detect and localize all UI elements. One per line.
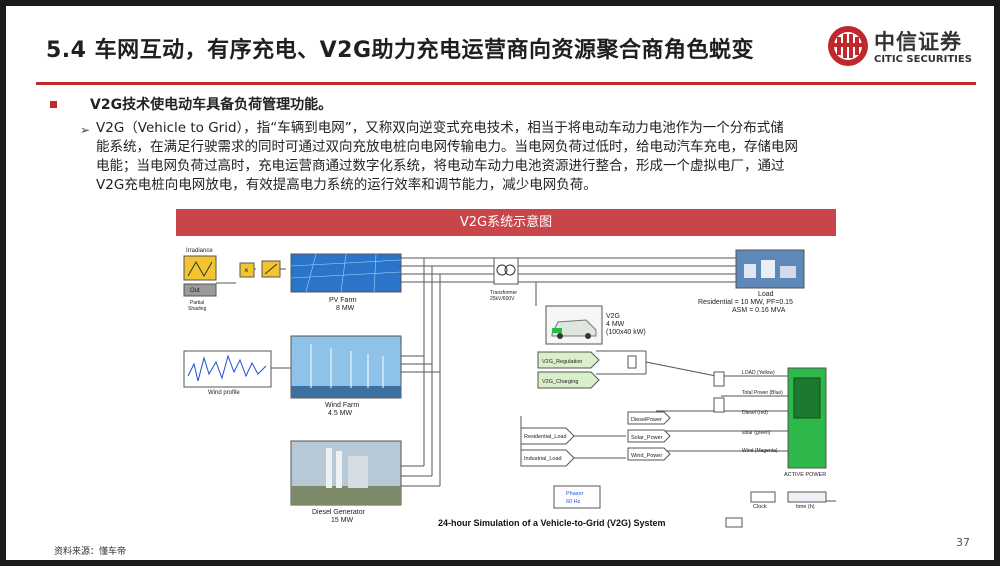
v2g-label: V2G (606, 313, 620, 320)
active-power-label: ACTIVE POWER (784, 472, 826, 478)
paragraph-line: V2G（Vehicle to Grid），指“车辆到电网”，又称双向逆变式充电技… (96, 120, 784, 136)
wiring (216, 257, 836, 502)
bullet-square-icon (50, 101, 57, 108)
page-number: 37 (956, 536, 970, 549)
v2g-system-diagram: Irradiance Out Partial Shading × PV Farm… (176, 236, 836, 536)
phasor-label: 60 Hz (566, 499, 581, 505)
title-divider (36, 82, 976, 85)
source-note: 资料来源：懂车帝 (54, 547, 127, 557)
svg-text:DieselPower: DieselPower (631, 417, 662, 423)
transformer-label: 25kV/600V (490, 296, 515, 302)
simulink-diagram: Irradiance Out Partial Shading × PV Farm… (183, 248, 836, 528)
citic-emblem-icon (828, 26, 868, 66)
out-label: Out (190, 288, 200, 294)
partial-shading-label: Partial (190, 300, 204, 306)
pv-farm-label: PV Farm (329, 297, 357, 304)
svg-text:Clock: Clock (753, 504, 767, 510)
svg-text:V2G_Regulation: V2G_Regulation (542, 359, 582, 365)
wind-power-block (627, 447, 671, 461)
figure-title-bar: V2G系统示意图 (176, 209, 836, 236)
mux-block (713, 397, 725, 413)
time-display (787, 491, 827, 503)
paragraph-line: 能系统，在满足行驶需求的同时可通过双向充放电桩向电网传输电力。当电网负荷过低时，… (96, 139, 798, 155)
load-residential: Residential = 10 MW, PF=0.15 (698, 299, 793, 306)
bullet-heading: V2G技术使电动车具备负荷管理功能。 (90, 97, 333, 113)
svg-text:×: × (244, 266, 249, 275)
phasor-block (553, 485, 601, 509)
v2g-regulation-block (537, 351, 600, 369)
svg-text:Wind (Magenta): Wind (Magenta) (742, 448, 778, 454)
mux-block (713, 371, 725, 387)
svg-text:Solar_Power: Solar_Power (631, 435, 663, 441)
diesel-generator-mw: 15 MW (331, 517, 354, 524)
diagram-caption: 24-hour Simulation of a Vehicle-to-Grid … (438, 518, 666, 528)
v2g-charging-block (537, 371, 600, 389)
wind-farm-label: Wind Farm (325, 402, 359, 409)
slide: 5.4 车网互动，有序充电、V2G助力充电运营商向资源聚合商角色蜕变 中信证券 … (6, 6, 994, 560)
body-paragraph: V2G（Vehicle to Grid），指“车辆到电网”，又称双向逆变式充电技… (96, 119, 956, 195)
logo-text-en: CITIC SECURITIES (874, 54, 972, 65)
mux-block (627, 355, 637, 369)
arrow-bullet-icon: ➢ (80, 123, 91, 137)
irradiance-label: Irradiance (186, 248, 213, 254)
solar-power-block (627, 429, 671, 443)
logo-text-cn: 中信证券 (874, 30, 962, 54)
clock-block (750, 491, 776, 503)
svg-text:Industrial_Load: Industrial_Load (524, 456, 562, 462)
paragraph-line: V2G充电桩向电网放电，有效提高电力系统的运行效率和调节能力，减少电网负荷。 (96, 177, 597, 193)
load-asm: ASM = 0.16 MVA (732, 307, 786, 314)
industrial-load-block (520, 449, 575, 467)
svg-text:time (h): time (h) (796, 504, 815, 510)
svg-text:solar (green): solar (green) (742, 430, 771, 436)
load-label: Load (758, 291, 774, 298)
v2g-mw: 4 MW (606, 321, 625, 328)
svg-text:Total Power (Blue): Total Power (Blue) (742, 390, 783, 396)
pv-farm-mw: 8 MW (336, 305, 355, 312)
diesel-generator-label: Diesel Generator (312, 509, 366, 516)
page-title: 5.4 车网互动，有序充电、V2G助力充电运营商向资源聚合商角色蜕变 (46, 38, 755, 63)
svg-text:LOAD (Yellow): LOAD (Yellow) (742, 370, 775, 376)
product-block (239, 262, 255, 278)
help-block (725, 517, 743, 528)
v2g-kw: (100x40 kW) (606, 329, 646, 336)
transformer-block (493, 257, 519, 285)
out-block (183, 283, 217, 297)
partial-shading-label: Shading (188, 306, 207, 312)
transformer-label: Transformer (490, 290, 517, 296)
residential-load-block (520, 427, 575, 445)
phasor-label: Phasor (566, 491, 584, 497)
svg-text:Diesel (red): Diesel (red) (742, 410, 768, 416)
citic-logo: 中信证券 CITIC SECURITIES (826, 24, 986, 74)
svg-text:V2G_Charging: V2G_Charging (542, 379, 578, 385)
diesel-power-block (627, 411, 671, 425)
paragraph-line: 电能；当电网负荷过高时，充电运营商通过数字化系统，将电动车动力电池资源进行整合，… (96, 158, 785, 174)
wind-profile-label: Wind profile (208, 390, 240, 396)
svg-text:Wind_Power: Wind_Power (631, 453, 662, 459)
wind-farm-mw: 4.5 MW (328, 410, 353, 417)
svg-text:Residential_Load: Residential_Load (524, 434, 567, 440)
